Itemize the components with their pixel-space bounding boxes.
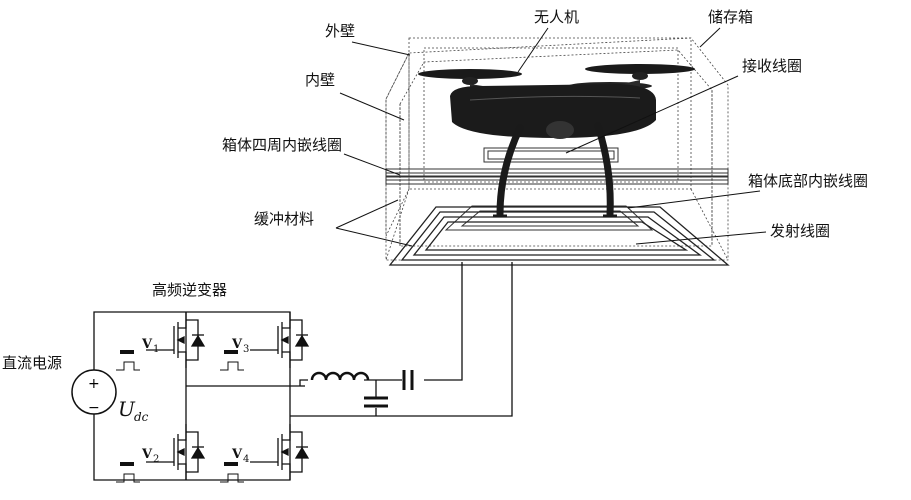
label-bottom-coil: 箱体底部内嵌线圈 bbox=[748, 172, 868, 190]
labels: 外壁 无人机 储存箱 内壁 接收线圈 箱体四周内嵌线圈 箱体底部内嵌线圈 缓冲材… bbox=[2, 8, 868, 372]
side-embedded-coils bbox=[385, 168, 729, 185]
label-buffer: 缓冲材料 bbox=[254, 210, 314, 228]
source-subscript: dc bbox=[134, 410, 149, 424]
label-rx-coil: 接收线圈 bbox=[742, 57, 802, 75]
switch-v2-name: V bbox=[141, 447, 153, 462]
switch-v4-sub: 4 bbox=[243, 454, 249, 465]
switch-v2-sub: 2 bbox=[153, 454, 159, 465]
minus-sign: − bbox=[88, 400, 100, 416]
source-symbol: U bbox=[118, 397, 136, 421]
plus-sign: + bbox=[88, 376, 100, 392]
switch-labels: V 1 V 3 V 2 V 4 bbox=[141, 337, 249, 465]
label-inverter: 高频逆变器 bbox=[152, 281, 227, 299]
switch-cell-v4 bbox=[220, 424, 310, 483]
switch-cell-v3 bbox=[220, 312, 310, 371]
switch-v3-sub: 3 bbox=[243, 344, 249, 355]
label-dc-source: 直流电源 bbox=[2, 354, 62, 372]
switches bbox=[116, 312, 310, 483]
bottom-embedded-coil bbox=[444, 205, 654, 231]
switch-cell-v2 bbox=[116, 424, 206, 483]
switch-cell-v1 bbox=[116, 312, 206, 371]
switch-v1-sub: 1 bbox=[153, 344, 159, 355]
switch-v1-name: V bbox=[141, 337, 153, 352]
switch-v3-name: V bbox=[231, 337, 243, 352]
label-tx-coil: 发射线圈 bbox=[770, 222, 830, 240]
storage-box bbox=[385, 37, 729, 261]
drone bbox=[418, 64, 695, 218]
parallel-capacitor bbox=[364, 396, 388, 408]
label-outer-wall: 外壁 bbox=[325, 22, 355, 40]
inductor bbox=[310, 371, 370, 381]
dc-source: + − U dc bbox=[71, 369, 149, 424]
series-capacitor bbox=[402, 370, 414, 390]
inverter-circuit bbox=[93, 262, 513, 481]
leader-lines bbox=[335, 27, 767, 247]
transmitting-coil bbox=[388, 206, 730, 266]
label-side-coils: 箱体四周内嵌线圈 bbox=[222, 136, 342, 154]
switch-v4-name: V bbox=[231, 447, 243, 462]
label-drone: 无人机 bbox=[534, 8, 579, 26]
label-storage-box: 储存箱 bbox=[708, 8, 753, 26]
receiving-coil bbox=[483, 147, 619, 163]
label-inner-wall: 内壁 bbox=[305, 71, 335, 89]
